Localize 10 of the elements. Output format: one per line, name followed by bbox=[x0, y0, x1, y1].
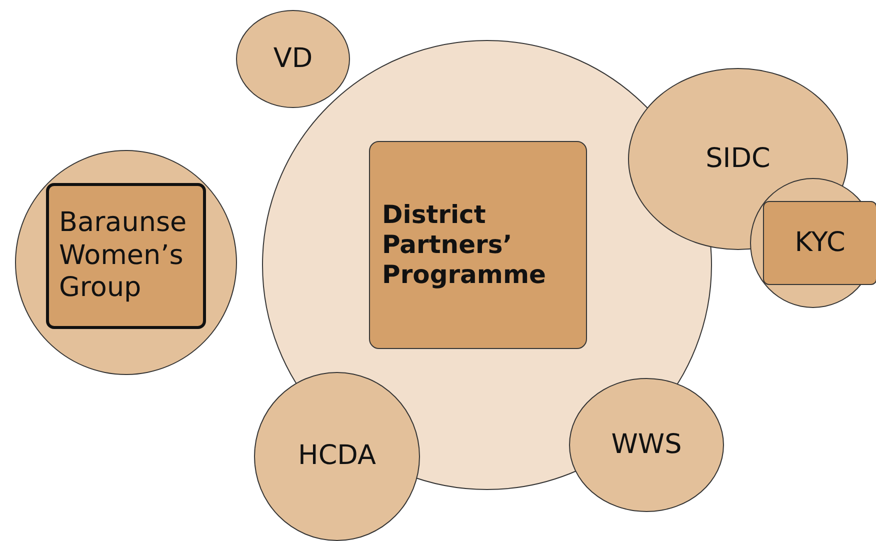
partner-label: Baraunse Women’s Group bbox=[58, 207, 188, 305]
partner-box bbox=[763, 201, 876, 285]
partner-label: KYC bbox=[794, 226, 846, 260]
programme-title: District Partners’ Programme bbox=[381, 200, 547, 290]
partner-label: VD bbox=[273, 42, 313, 76]
programme-box bbox=[369, 141, 587, 349]
partner-label: WWS bbox=[611, 428, 682, 462]
group-box bbox=[46, 183, 206, 329]
partner-label: SIDC bbox=[706, 142, 770, 176]
partner-label: HCDA bbox=[298, 440, 376, 473]
